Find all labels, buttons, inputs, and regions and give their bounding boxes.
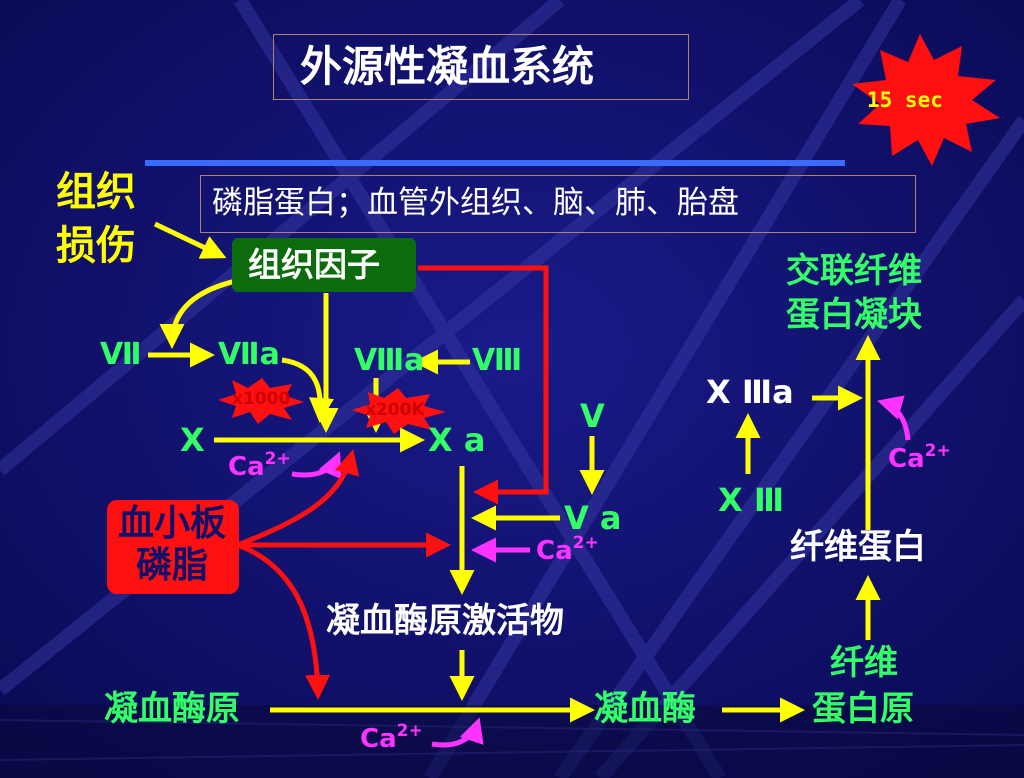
- thrombin: 凝血酶: [594, 689, 696, 729]
- fibrinogen-line1: 纤维: [830, 643, 898, 683]
- x1000-label: x1000: [232, 389, 291, 409]
- x1000-burst: [218, 378, 304, 424]
- description-text: 磷脂蛋白；血管外组织、脑、肺、胎盘: [212, 185, 739, 221]
- factor-va: V a: [564, 499, 622, 537]
- factor-viia: Ⅶa: [218, 337, 280, 372]
- page-title: 外源性凝血系统: [300, 42, 595, 91]
- platelet-box: [107, 500, 239, 594]
- calcium-crosslink: Ca2+: [888, 441, 951, 474]
- tissue-factor-label: 组织因子: [248, 245, 380, 284]
- factor-v: V: [580, 397, 605, 435]
- x200k-burst: [352, 388, 446, 434]
- clot-line1: 交联纤维: [786, 251, 922, 291]
- tissue-factor-box: [232, 238, 416, 292]
- factor-xiiia: X Ⅲa: [706, 373, 794, 411]
- factor-xiii: X Ⅲ: [718, 481, 785, 519]
- platelet-line2: 磷脂: [136, 545, 209, 586]
- platelet-line1: 血小板: [118, 503, 227, 544]
- factor-vii: Ⅶ: [100, 337, 142, 372]
- prothrombin: 凝血酶原: [104, 689, 240, 729]
- prothrombin-activator: 凝血酶原激活物: [326, 601, 564, 641]
- factor-xa: X a: [428, 421, 486, 459]
- fibrinogen-line2: 蛋白原: [812, 689, 914, 729]
- time-starburst: [852, 34, 1000, 166]
- factor-viii: Ⅷ: [472, 343, 523, 378]
- tissue-injury-line1: 组织: [56, 169, 136, 215]
- description-box: [200, 175, 916, 233]
- calcium-activator: Ca2+: [536, 533, 599, 566]
- clot-line2: 蛋白凝块: [786, 295, 922, 335]
- title-box: [273, 34, 689, 100]
- factor-viiia: Ⅷa: [354, 343, 425, 378]
- calcium-thrombin: Ca2+: [360, 721, 423, 754]
- time-badge: 15 sec: [867, 88, 943, 112]
- x200k-label: x200K: [365, 400, 425, 420]
- tissue-injury-line2: 损伤: [56, 223, 136, 269]
- calcium-x-activation: Ca2+: [228, 449, 291, 482]
- fibrin: 纤维蛋白: [790, 527, 926, 567]
- factor-x: X: [180, 421, 205, 459]
